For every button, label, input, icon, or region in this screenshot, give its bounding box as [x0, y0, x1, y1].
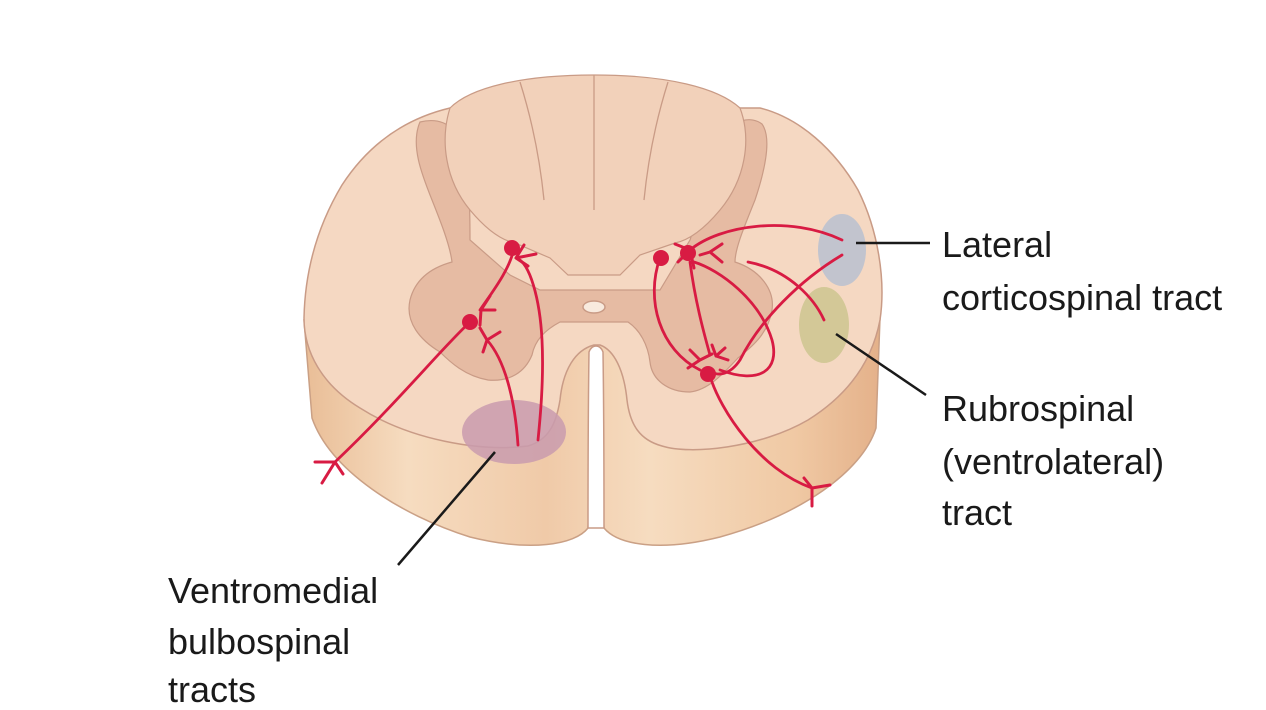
rubrospinal-tract-area — [799, 287, 849, 363]
label-rubrospinal-line3: tract — [942, 492, 1012, 533]
right-lcs-fiber — [688, 224, 844, 252]
left-synapse-middle — [478, 294, 497, 327]
right-neuron-body-b — [680, 245, 696, 261]
left-motor-axon — [333, 320, 472, 464]
ventromedial-bulbospinal-leader — [397, 451, 496, 566]
left-motor-axon-terminal — [313, 460, 345, 485]
left-descending-fiber-lateral — [485, 338, 520, 447]
right-synapse-lower-a — [686, 348, 714, 370]
left-synapse-upper — [514, 243, 538, 268]
label-lateral-corticospinal-line1: Lateral — [942, 224, 1052, 265]
left-synapse-lower — [478, 326, 502, 354]
left-neuron-body-lower — [462, 314, 478, 330]
label-ventromedial-line3: tracts — [168, 669, 256, 710]
right-motor-axon-terminal — [802, 476, 832, 508]
label-rubrospinal-line1: Rubrospinal — [942, 388, 1134, 429]
ventral-median-fissure — [587, 345, 605, 529]
right-motor-axon — [708, 374, 814, 490]
label-ventromedial-line1: Ventromedial — [168, 570, 378, 611]
label-ventromedial-line2: bulbospinal — [168, 621, 350, 662]
right-synapse-lower-b — [710, 343, 730, 362]
dorsal-septum-lines — [519, 75, 669, 210]
central-canal — [582, 300, 606, 314]
rubrospinal-leader — [835, 332, 927, 397]
label-lateral-corticospinal-line2: corticospinal tract — [942, 277, 1222, 318]
label-rubrospinal-line2: (ventrolateral) — [942, 441, 1164, 482]
right-neuron-body-a — [653, 250, 669, 266]
right-neuron-body-c — [700, 366, 716, 382]
right-interneuron-descending — [688, 260, 712, 357]
left-neuron-body-upper — [504, 240, 520, 256]
motor-neurons — [313, 224, 844, 508]
right-interneuron-axon — [692, 260, 775, 378]
dorsal-columns — [444, 74, 747, 276]
right-lcs-to-ventral-fiber — [710, 253, 844, 376]
right-synapse-upper-b — [698, 242, 724, 264]
right-loop-fiber — [652, 256, 702, 372]
lateral-corticospinal-tract-area — [818, 214, 866, 286]
left-descending-fiber-medial — [514, 256, 544, 442]
